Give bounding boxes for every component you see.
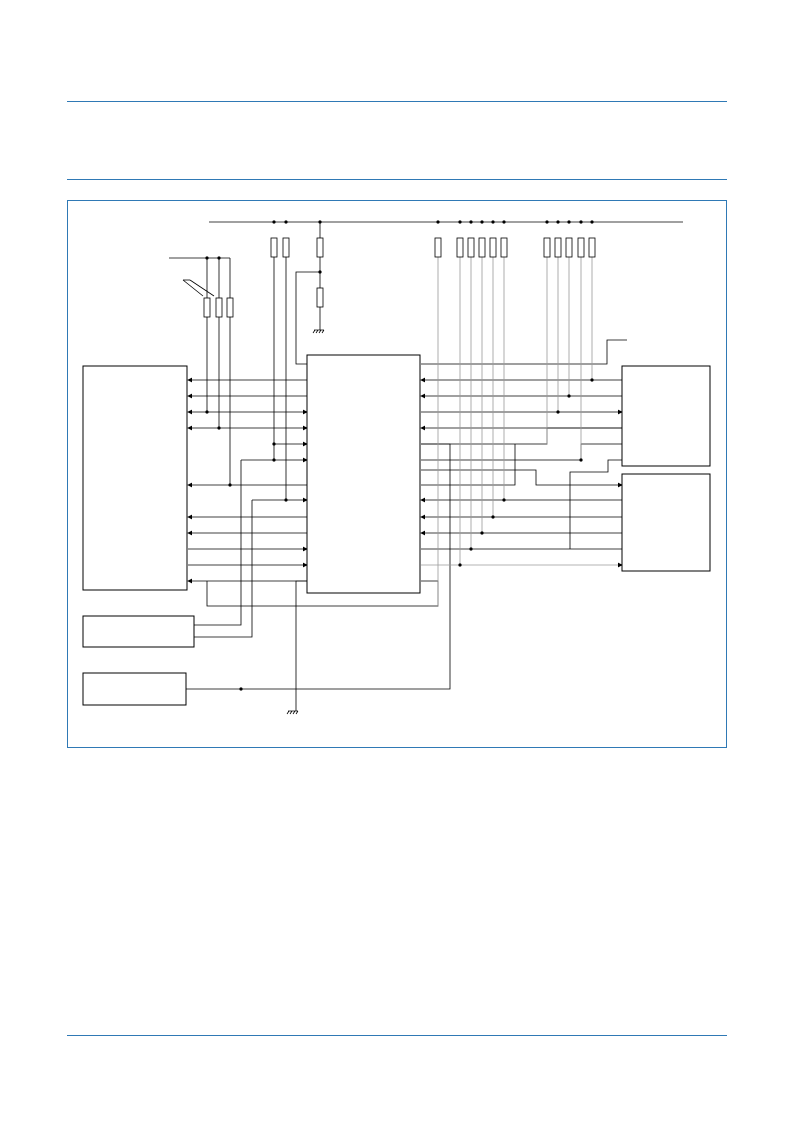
header-rule-top [67, 101, 727, 102]
junction-dot [318, 270, 322, 274]
junction-dot [469, 547, 473, 551]
wire [569, 459, 622, 549]
junction-dot [480, 220, 484, 224]
junction-dot [458, 563, 462, 567]
resistor [554, 237, 562, 258]
junction-dot [590, 220, 594, 224]
junction-dot [284, 498, 288, 502]
junction-dot [284, 220, 288, 224]
footer-rule [67, 1035, 727, 1036]
right-lower-block [621, 473, 711, 572]
resistors [203, 237, 596, 318]
grey-wires [421, 257, 623, 606]
junction-dot [205, 256, 209, 260]
wire [194, 500, 253, 638]
junction-dot [272, 458, 276, 462]
right-upper-block [621, 365, 711, 467]
junction-dot [318, 220, 322, 224]
wire [421, 427, 622, 445]
junction-dot [491, 515, 495, 519]
junction-dot [567, 220, 571, 224]
junction-dot [239, 687, 243, 691]
center-ic-block [306, 354, 421, 594]
resistor [226, 297, 234, 318]
enable-line [421, 339, 627, 365]
junction-dot [480, 531, 484, 535]
resistor [489, 237, 497, 258]
resistor [203, 297, 211, 318]
pointer-line [182, 279, 204, 297]
junction-dot [436, 220, 440, 224]
junction-dot [556, 410, 560, 414]
resistor [434, 237, 442, 258]
bottom-left-block-1 [82, 615, 195, 648]
wire [421, 469, 623, 488]
resistor [270, 237, 278, 258]
resistor [467, 237, 475, 258]
resistor [282, 237, 290, 258]
junction-dot [217, 256, 221, 260]
junction-dot [502, 498, 506, 502]
resistor [456, 237, 464, 258]
junction-dot [272, 220, 276, 224]
junction-dot [458, 220, 462, 224]
wire [194, 460, 242, 626]
resistor [316, 287, 324, 308]
header-rule-bottom [67, 179, 727, 180]
resistor [577, 237, 585, 258]
junction-dot [491, 220, 495, 224]
junction-dot [469, 220, 473, 224]
wire [295, 271, 320, 365]
junction-dot [205, 410, 209, 414]
junction-dot [556, 220, 560, 224]
junction-dot [579, 458, 583, 462]
resistor [478, 237, 486, 258]
resistor [215, 297, 223, 318]
wires [169, 221, 683, 711]
resistor [316, 237, 324, 258]
junction-dot [272, 442, 276, 446]
junction-dot [567, 394, 571, 398]
ground-symbols [286, 329, 325, 715]
junction-dot [579, 220, 583, 224]
bottom-left-block-2 [82, 672, 187, 706]
junction-dot [228, 483, 232, 487]
wire [421, 444, 516, 486]
pointer-line [189, 279, 215, 297]
junction-dot [502, 220, 506, 224]
wire [295, 580, 307, 711]
junction-dot [590, 378, 594, 382]
left-block [82, 365, 188, 591]
resistor [500, 237, 508, 258]
resistor [565, 237, 573, 258]
wire [421, 443, 622, 461]
junction-dots [205, 220, 594, 691]
resistor [588, 237, 596, 258]
junction-dot [545, 220, 549, 224]
figure-frame [67, 200, 727, 748]
resistor [543, 237, 551, 258]
junction-dot [217, 426, 221, 430]
